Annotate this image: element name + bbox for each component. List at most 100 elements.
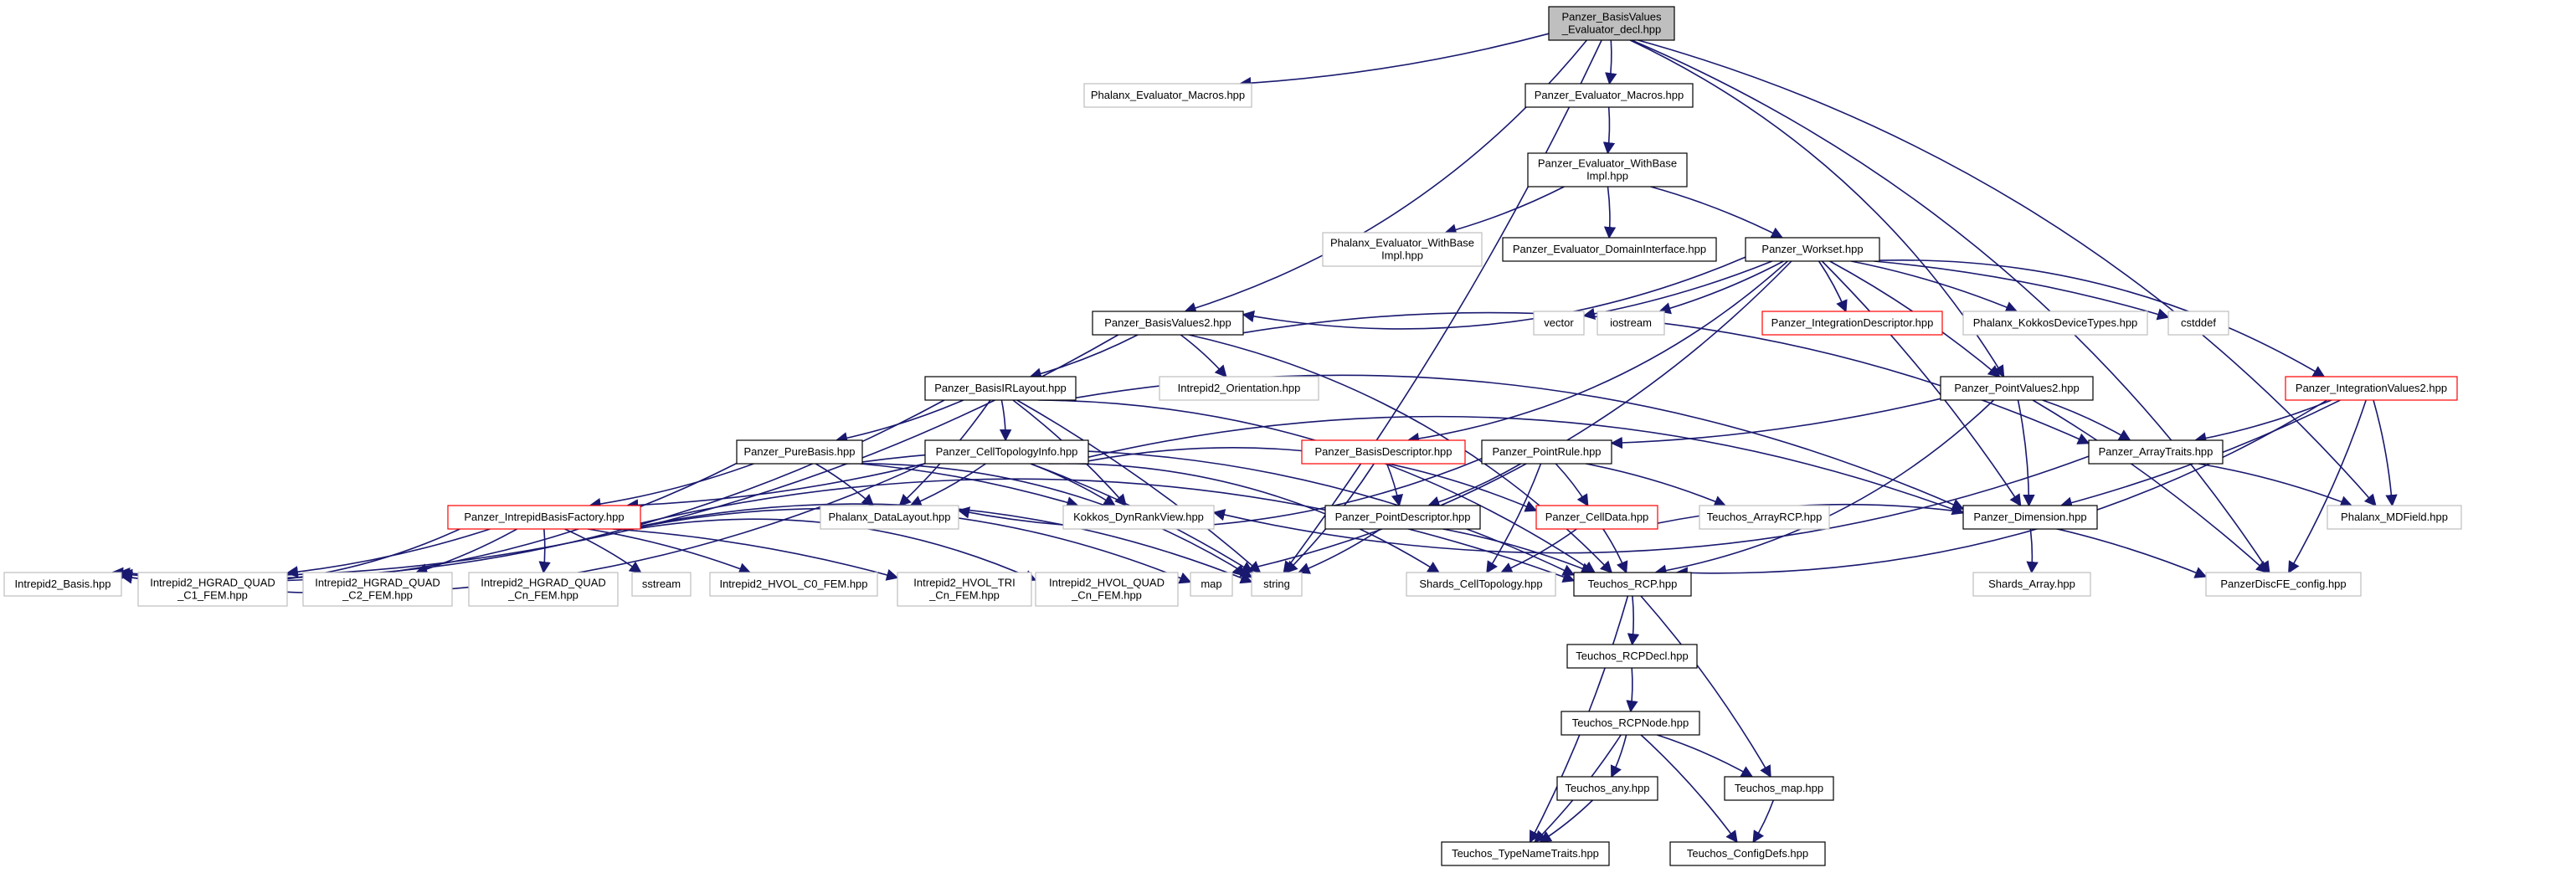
node-box[interactable]: [1301, 439, 1466, 465]
node-shards_celltopo[interactable]: Shards_CellTopology.hpp: [1406, 572, 1556, 597]
node-pz_dimension[interactable]: Panzer_Dimension.hpp: [1962, 505, 2098, 530]
node-box[interactable]: [1502, 237, 1717, 262]
node-box[interactable]: [1699, 505, 1830, 530]
node-phx_datalayout[interactable]: Phalanx_DataLayout.hpp: [820, 505, 959, 530]
node-box[interactable]: [302, 572, 453, 607]
node-box[interactable]: [2088, 439, 2224, 465]
node-box[interactable]: [1669, 841, 1826, 866]
node-box[interactable]: [1083, 83, 1252, 108]
node-teuchos_configdefs[interactable]: Teuchos_ConfigDefs.hpp: [1669, 841, 1826, 866]
node-pz_purebasis[interactable]: Panzer_PureBasis.hpp: [736, 439, 863, 465]
node-box[interactable]: [1556, 776, 1658, 801]
node-box[interactable]: [2167, 311, 2229, 336]
node-shards_array[interactable]: Shards_Array.hpp: [1972, 572, 2091, 597]
node-box[interactable]: [1035, 572, 1179, 607]
node-box[interactable]: [1724, 776, 1834, 801]
node-map_std[interactable]: map: [1190, 572, 1233, 597]
node-box[interactable]: [1322, 232, 1483, 267]
node-box[interactable]: [1972, 572, 2091, 597]
node-box[interactable]: [1406, 572, 1556, 597]
node-box[interactable]: [1092, 311, 1244, 336]
node-hvol_c0[interactable]: Intrepid2_HVOL_C0_FEM.hpp: [709, 572, 878, 597]
node-box[interactable]: [1745, 237, 1880, 262]
node-root[interactable]: Panzer_BasisValues_Evaluator_decl.hpp: [1548, 6, 1675, 41]
node-box[interactable]: [2285, 376, 2458, 401]
node-hvol_tri[interactable]: Intrepid2_HVOL_TRI_Cn_FEM.hpp: [897, 572, 1032, 607]
node-vector[interactable]: vector: [1533, 311, 1585, 336]
node-teuchos_rcp[interactable]: Teuchos_RCP.hpp: [1573, 572, 1692, 597]
node-pz_bv2[interactable]: Panzer_BasisValues2.hpp: [1092, 311, 1244, 336]
node-pz_intrepidfac[interactable]: Panzer_IntrepidBasisFactory.hpp: [447, 505, 641, 530]
node-teuchos_arrayrcp[interactable]: Teuchos_ArrayRCP.hpp: [1699, 505, 1830, 530]
node-hgrad_c1[interactable]: Intrepid2_HGRAD_QUAD_C1_FEM.hpp: [137, 572, 288, 607]
node-box[interactable]: [736, 439, 863, 465]
node-pz_intdesc[interactable]: Panzer_IntegrationDescriptor.hpp: [1761, 311, 1943, 336]
node-pz_pointrule[interactable]: Panzer_PointRule.hpp: [1481, 439, 1612, 465]
node-pz_iv2[interactable]: Panzer_IntegrationValues2.hpp: [2285, 376, 2458, 401]
node-box[interactable]: [709, 572, 878, 597]
node-box[interactable]: [1190, 572, 1233, 597]
node-box[interactable]: [1159, 376, 1319, 401]
node-box[interactable]: [3, 572, 122, 597]
node-box[interactable]: [1566, 644, 1698, 669]
node-box[interactable]: [1441, 841, 1610, 866]
node-teuchos_any[interactable]: Teuchos_any.hpp: [1556, 776, 1658, 801]
node-phx_mdfield[interactable]: Phalanx_MDField.hpp: [2327, 505, 2462, 530]
node-box[interactable]: [2327, 505, 2462, 530]
node-box[interactable]: [1324, 505, 1481, 530]
node-hgrad_c2[interactable]: Intrepid2_HGRAD_QUAD_C2_FEM.hpp: [302, 572, 453, 607]
node-box[interactable]: [1573, 572, 1692, 597]
node-pz_basisdesc[interactable]: Panzer_BasisDescriptor.hpp: [1301, 439, 1466, 465]
node-pz_pointdesc[interactable]: Panzer_PointDescriptor.hpp: [1324, 505, 1481, 530]
node-sstream[interactable]: sstream: [631, 572, 692, 597]
node-intrepid_basis[interactable]: Intrepid2_Basis.hpp: [3, 572, 122, 597]
node-box[interactable]: [924, 439, 1089, 465]
node-box[interactable]: [1062, 505, 1215, 530]
node-box[interactable]: [447, 505, 641, 530]
node-phx_macros[interactable]: Phalanx_Evaluator_Macros.hpp: [1083, 83, 1252, 108]
node-box[interactable]: [468, 572, 619, 607]
node-box[interactable]: [1561, 711, 1700, 736]
node-box[interactable]: [1525, 83, 1694, 108]
node-box[interactable]: [1962, 311, 2148, 336]
node-hvol_quad[interactable]: Intrepid2_HVOL_QUAD_Cn_FEM.hpp: [1035, 572, 1179, 607]
node-box[interactable]: [924, 376, 1077, 401]
node-pz_basisir[interactable]: Panzer_BasisIRLayout.hpp: [924, 376, 1077, 401]
node-box[interactable]: [897, 572, 1032, 607]
node-iostream[interactable]: iostream: [1597, 311, 1665, 336]
node-string_std[interactable]: string: [1251, 572, 1303, 597]
node-box[interactable]: [1940, 376, 2094, 401]
node-pz_celltopo[interactable]: Panzer_CellTopologyInfo.hpp: [924, 439, 1089, 465]
node-pz_pv2[interactable]: Panzer_PointValues2.hpp: [1940, 376, 2094, 401]
node-box[interactable]: [1535, 505, 1658, 530]
node-box[interactable]: [1761, 311, 1943, 336]
node-teuchos_map[interactable]: Teuchos_map.hpp: [1724, 776, 1834, 801]
node-pz_workset[interactable]: Panzer_Workset.hpp: [1745, 237, 1880, 262]
node-pz_arraytraits[interactable]: Panzer_ArrayTraits.hpp: [2088, 439, 2224, 465]
node-box[interactable]: [1527, 152, 1688, 187]
node-teuchos_rcpdecl[interactable]: Teuchos_RCPDecl.hpp: [1566, 644, 1698, 669]
node-box[interactable]: [1597, 311, 1665, 336]
node-pz_celldata[interactable]: Panzer_CellData.hpp: [1535, 505, 1658, 530]
node-pz_macros[interactable]: Panzer_Evaluator_Macros.hpp: [1525, 83, 1694, 108]
node-kokkos_dynrank[interactable]: Kokkos_DynRankView.hpp: [1062, 505, 1215, 530]
node-teuchos_typename[interactable]: Teuchos_TypeNameTraits.hpp: [1441, 841, 1610, 866]
node-box[interactable]: [137, 572, 288, 607]
node-teuchos_rcpnode[interactable]: Teuchos_RCPNode.hpp: [1561, 711, 1700, 736]
node-box[interactable]: [1962, 505, 2098, 530]
node-box[interactable]: [631, 572, 692, 597]
node-cstddef[interactable]: cstddef: [2167, 311, 2229, 336]
node-box[interactable]: [1251, 572, 1303, 597]
node-box[interactable]: [1481, 439, 1612, 465]
node-pz_domain[interactable]: Panzer_Evaluator_DomainInterface.hpp: [1502, 237, 1717, 262]
node-phx_kokkos[interactable]: Phalanx_KokkosDeviceTypes.hpp: [1962, 311, 2148, 336]
node-box[interactable]: [820, 505, 959, 530]
node-panzer_discfe[interactable]: PanzerDiscFE_config.hpp: [2205, 572, 2362, 597]
node-hgrad_cn[interactable]: Intrepid2_HGRAD_QUAD_Cn_FEM.hpp: [468, 572, 619, 607]
node-box[interactable]: [2205, 572, 2362, 597]
node-box[interactable]: [1533, 311, 1585, 336]
node-intrepid_orient[interactable]: Intrepid2_Orientation.hpp: [1159, 376, 1319, 401]
node-box[interactable]: [1548, 6, 1675, 41]
